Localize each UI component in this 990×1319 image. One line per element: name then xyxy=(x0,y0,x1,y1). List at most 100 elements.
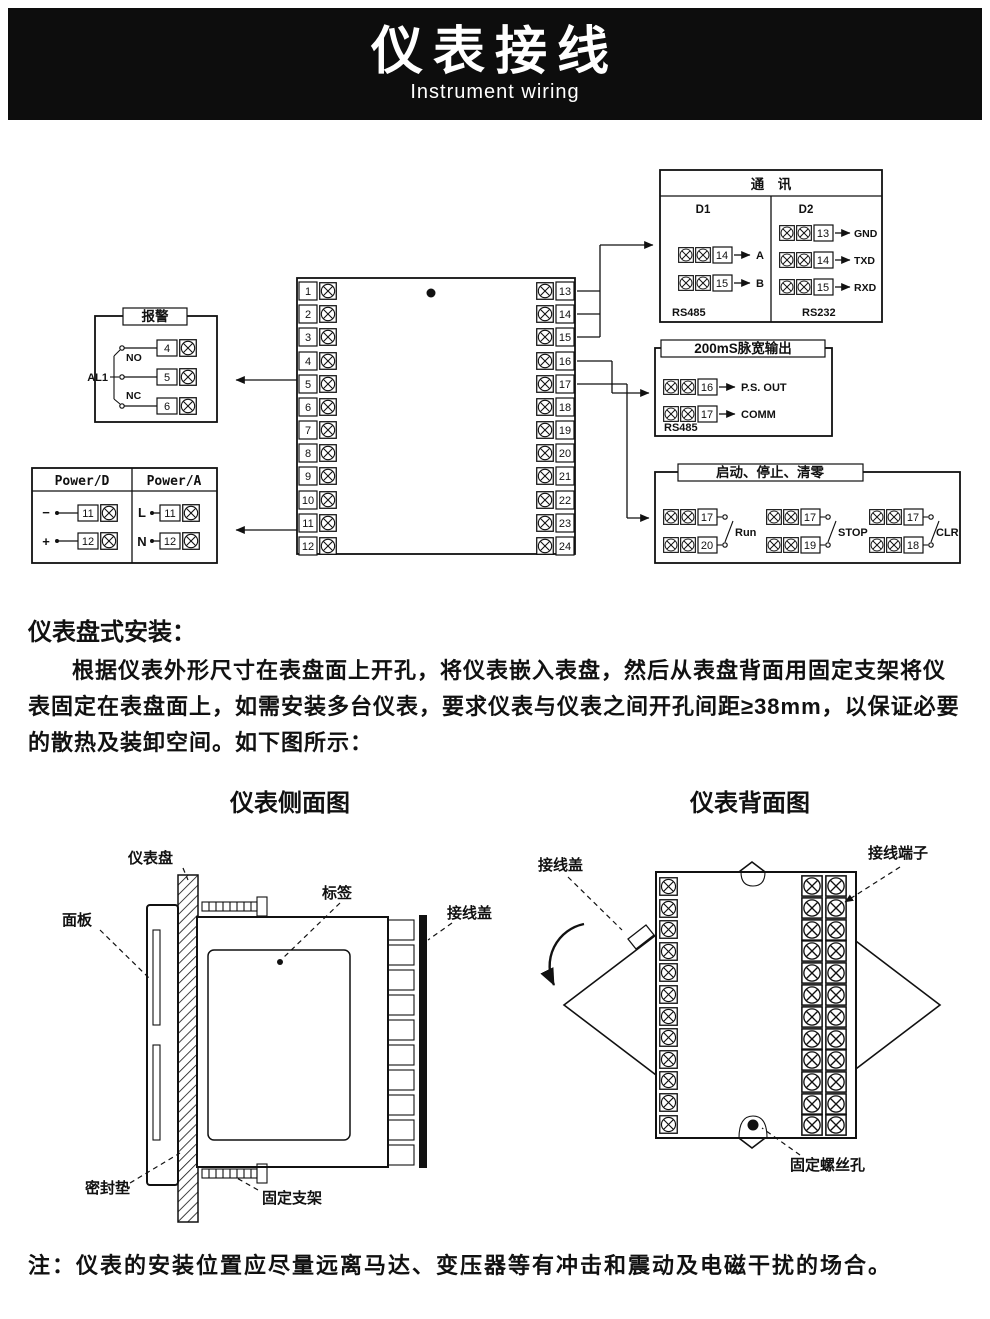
label-area xyxy=(207,949,351,1141)
screw-terminal-icon xyxy=(659,942,678,961)
power-box: Power/D Power/A − 11 + 12 L 11 N 12 xyxy=(31,467,218,564)
screw-terminal-icon xyxy=(659,985,678,1004)
screw-terminal-icon xyxy=(801,1093,823,1115)
terminal-number: 6 xyxy=(305,402,311,414)
screw-terminal-icon xyxy=(536,282,554,300)
terminal-row: 6 xyxy=(298,397,337,417)
terminal-number: 14 xyxy=(716,250,728,262)
rs485-label: RS485 xyxy=(664,422,698,434)
back-view-title: 仪表背面图 xyxy=(690,791,810,817)
screw-terminal-icon xyxy=(659,877,678,896)
screw-terminal-icon xyxy=(319,305,337,323)
screw-terminal-icon xyxy=(801,1114,823,1136)
terminal-number: 13 xyxy=(817,228,829,240)
power-a-header: Power/A xyxy=(147,474,202,489)
screw-terminal-icon xyxy=(659,1007,678,1026)
terminal-number: 9 xyxy=(305,471,311,483)
screw-terminal-icon xyxy=(319,514,337,532)
leader-line xyxy=(129,1152,181,1184)
terminal-row: 5 xyxy=(298,374,337,394)
polarity-sign: + xyxy=(42,534,50,549)
screw-terminal-icon xyxy=(695,247,711,263)
pulse-box: 200mS脉宽输出 16 P.S. OUT 17 COMM RS485 xyxy=(654,339,833,437)
screw-terminal-icon xyxy=(536,375,554,393)
terminal-number: 10 xyxy=(302,495,314,507)
screw-terminal-icon xyxy=(796,279,812,295)
control-box: 启动、停止、清零 17 20 Run xyxy=(654,463,961,564)
terminal-number: 24 xyxy=(559,541,571,553)
terminal-number: 12 xyxy=(302,541,314,553)
screw-terminal-icon xyxy=(779,252,795,268)
leader-line xyxy=(281,902,341,960)
side-view-title: 仪表侧面图 xyxy=(230,791,350,817)
leader-line xyxy=(844,866,901,903)
screw-terminal-icon xyxy=(182,504,200,522)
screw-terminal-icon xyxy=(536,537,554,555)
relay-label: AL1 xyxy=(87,372,108,384)
screw-terminal-icon xyxy=(179,339,197,357)
terminal-number: 11 xyxy=(302,518,313,530)
terminal-row: 24 xyxy=(536,536,575,556)
header-banner: 仪表接线 Instrument wiring xyxy=(8,8,982,120)
alarm-title: 报警 xyxy=(142,308,169,324)
install-paragraph: 根据仪表外形尺寸在表盘面上开孔，将仪表嵌入表盘，然后从表盘背面用固定支架将仪表固… xyxy=(28,658,960,755)
terminal-number: 1 xyxy=(305,286,311,298)
screw-terminal-icon xyxy=(825,919,847,941)
terminal-number: 22 xyxy=(559,495,571,507)
control-label: Run xyxy=(735,527,757,539)
screw-terminal-icon xyxy=(678,275,694,291)
screw-terminal-icon xyxy=(179,397,197,415)
installation-figures: 仪表盘 标签 面板 接线盖 密封垫 固定支架 xyxy=(62,844,942,1223)
line-sign: L xyxy=(138,505,146,520)
screw-terminal-icon xyxy=(825,984,847,1006)
signal-label: A xyxy=(756,250,764,262)
terminal-number: 11 xyxy=(82,508,93,520)
terminal-number: 15 xyxy=(559,332,571,344)
screw-terminal-icon xyxy=(659,899,678,918)
screw-hole-label: 固定螺丝孔 xyxy=(790,1156,865,1174)
wiring-cover-bar xyxy=(419,915,427,1168)
power-d-header: Power/D xyxy=(55,474,110,489)
screw-terminal-icon xyxy=(659,920,678,939)
comm-col-d2: D2 xyxy=(799,204,814,216)
terminal-number: 17 xyxy=(907,512,919,524)
terminal-row: 4 xyxy=(298,351,337,371)
screw-terminal-icon xyxy=(536,305,554,323)
screw-terminal-icon xyxy=(801,1049,823,1071)
screw-terminal-icon xyxy=(680,379,696,395)
arrow-to-comm xyxy=(577,241,654,338)
comm-box: 通 讯 D1 D2 14 A 15 B 13 GND xyxy=(659,169,883,323)
screw-terminal-icon xyxy=(766,509,782,525)
comm-col-d1: D1 xyxy=(696,204,711,216)
signal-label: P.S. OUT xyxy=(741,382,787,394)
screw-terminal-icon xyxy=(536,491,554,509)
terminal-number: 5 xyxy=(164,372,170,384)
screw-terminal-icon xyxy=(319,444,337,462)
screw-terminal-icon xyxy=(801,984,823,1006)
side-view-figure: 仪表盘 标签 面板 接线盖 密封垫 固定支架 xyxy=(62,849,492,1223)
terminal-row: 10 xyxy=(298,490,337,510)
terminal-number: 17 xyxy=(701,512,713,524)
terminal-number: 19 xyxy=(559,425,571,437)
screw-terminal-icon xyxy=(319,537,337,555)
screw-terminal-icon xyxy=(783,537,799,553)
terminal-row: 14 xyxy=(536,304,575,324)
bracket-label: 固定支架 xyxy=(262,1189,322,1207)
screw-terminal-icon xyxy=(663,406,679,422)
screw-terminal-icon xyxy=(663,537,679,553)
signal-label: RXD xyxy=(854,282,877,294)
screw-terminal-icon xyxy=(319,421,337,439)
screw-terminal-icon xyxy=(825,1028,847,1050)
terminal-number: 6 xyxy=(164,401,170,413)
mounting-bracket-top xyxy=(201,896,268,917)
fixing-screw-hole xyxy=(747,1119,759,1131)
terminal-block: 1 2 3 4 5 6 7 8 9 10 11 12 13 14 15 16 1… xyxy=(296,277,576,556)
screw-terminal-icon xyxy=(182,532,200,550)
terminal-label: 接线端子 xyxy=(868,844,928,862)
screw-terminal-icon xyxy=(801,1071,823,1093)
terminal-number: 18 xyxy=(907,540,919,552)
terminal-number: 2 xyxy=(305,309,311,321)
screw-terminal-icon xyxy=(825,1093,847,1115)
screw-terminal-icon xyxy=(886,537,902,553)
terminal-number: 3 xyxy=(305,332,311,344)
